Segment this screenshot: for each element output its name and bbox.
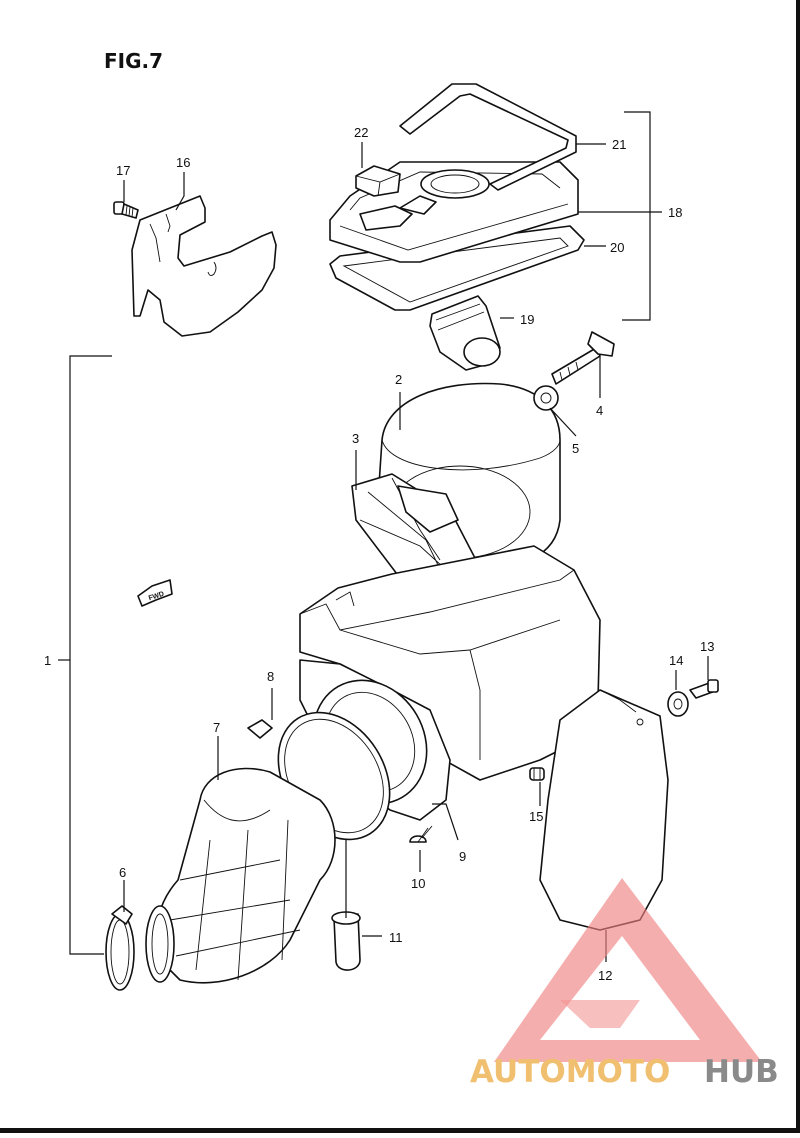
- callout-7: 7: [213, 720, 220, 735]
- callout-21: 21: [612, 137, 626, 152]
- leader-lines: [123, 142, 709, 962]
- callout-numbers: 1 2 3 4 5 6 7 8 9 10 11 12 13 14 15 16 1…: [44, 125, 714, 983]
- part-4-bolt: [551, 331, 615, 385]
- part-11-drain: [331, 911, 361, 971]
- callout-4: 4: [596, 403, 603, 418]
- part-5-washer: [533, 385, 559, 411]
- fwd-label: FWD: [148, 591, 165, 603]
- part-21-frame: [399, 83, 577, 191]
- group-bracket-18: [622, 111, 651, 321]
- callout-2: 2: [395, 372, 402, 387]
- callout-1: 1: [44, 653, 51, 668]
- part-6-clamp: [105, 905, 135, 991]
- part-16-bracket: [131, 195, 277, 337]
- callout-19: 19: [520, 312, 534, 327]
- callout-12: 12: [598, 968, 612, 983]
- part-19-connector: [429, 295, 501, 371]
- part-22-block: [355, 165, 401, 197]
- callout-20: 20: [610, 240, 624, 255]
- callout-5: 5: [572, 441, 579, 456]
- callout-17: 17: [116, 163, 130, 178]
- watermark-text-part2: HUB: [704, 1054, 779, 1090]
- callout-15: 15: [529, 809, 543, 824]
- callout-13: 13: [700, 639, 714, 654]
- callout-9: 9: [459, 849, 466, 864]
- page-border-bottom: [0, 1128, 800, 1133]
- group-bracket-1: [69, 355, 112, 955]
- callout-8: 8: [267, 669, 274, 684]
- callout-14: 14: [669, 653, 683, 668]
- part-10-screw: [409, 825, 433, 843]
- part-13-bolt: [689, 679, 719, 699]
- callout-11: 11: [389, 930, 403, 945]
- part-14-washer: [667, 691, 689, 717]
- page-border-right: [796, 0, 800, 1133]
- figure-title: FIG.7: [104, 49, 163, 73]
- callout-16: 16: [176, 155, 190, 170]
- callout-22: 22: [354, 125, 368, 140]
- callout-18: 18: [668, 205, 682, 220]
- watermark-text-part1: AUTOMOTO: [470, 1054, 670, 1090]
- callout-6: 6: [119, 865, 126, 880]
- part-15-bolt: [529, 767, 545, 781]
- callout-3: 3: [352, 431, 359, 446]
- part-17-bolt: [113, 201, 139, 219]
- callout-10: 10: [411, 876, 425, 891]
- part-7-boot: [145, 767, 336, 984]
- watermark-logo: [494, 878, 762, 1062]
- fwd-arrow: FWD: [137, 579, 173, 607]
